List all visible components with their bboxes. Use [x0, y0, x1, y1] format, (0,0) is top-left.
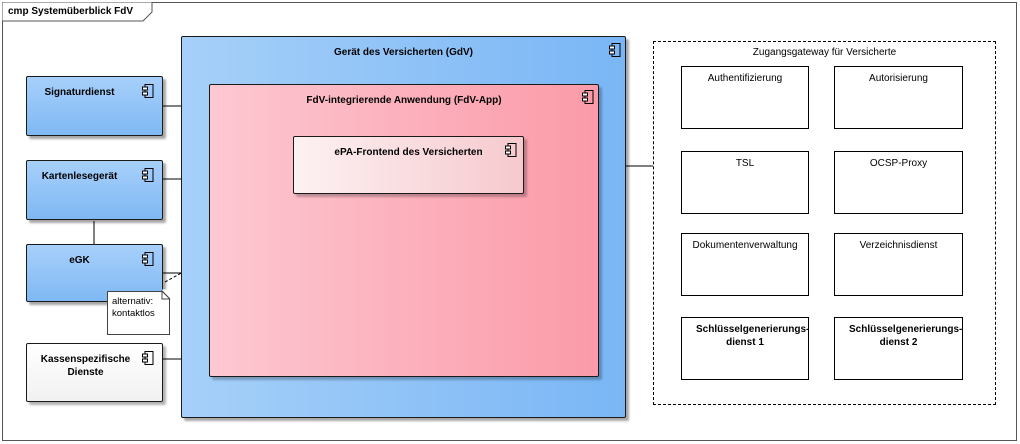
service-label: Autorisierung: [869, 73, 928, 84]
gdv-title: Gerät des Versicherten (GdV): [334, 47, 473, 58]
fdv-app-title: FdV-integrierende Anwendung (FdV-App): [306, 95, 502, 106]
service-authentifizierung[interactable]: Authentifizierung: [681, 66, 809, 129]
component-kassenspezifische-dienste[interactable]: Kassenspezifische Dienste: [26, 343, 163, 402]
egk-title: eGK: [69, 255, 90, 266]
service-label: Authentifizierung: [707, 73, 783, 84]
component-icon: [142, 351, 154, 365]
kassen-title: Kassenspezifische Dienste: [40, 354, 131, 378]
component-icon: [142, 252, 154, 266]
note-text: alternativ: kontaktlos: [112, 296, 155, 319]
note-kontaktlos: alternativ: kontaktlos: [107, 291, 170, 335]
service-label: TSL: [735, 158, 755, 169]
service-verzeichnisdienst[interactable]: Verzeichnisdienst: [834, 233, 963, 296]
fdv-app[interactable]: FdV-integrierende Anwendung (FdV-App): [209, 84, 599, 377]
service-ocsp-proxy[interactable]: OCSP-Proxy: [834, 151, 963, 214]
service-tsl[interactable]: TSL: [681, 151, 809, 214]
note-link: [164, 270, 186, 283]
service-autorisierung[interactable]: Autorisierung: [834, 66, 963, 129]
epa-frontend-title: ePA-Frontend des Versicherten: [334, 147, 483, 158]
component-egk[interactable]: eGK: [26, 244, 163, 302]
component-kartenlesegeraet[interactable]: Kartenlesegerät: [26, 160, 163, 220]
component-icon: [505, 143, 517, 157]
service-label: OCSP-Proxy: [869, 158, 928, 169]
service-label: Schlüsselgenerierungs-dienst 2: [849, 324, 963, 348]
service-label: Dokumentenverwaltung: [692, 240, 798, 251]
component-signaturdienst[interactable]: Signaturdienst: [26, 76, 163, 136]
service-dokumentenverwaltung[interactable]: Dokumentenverwaltung: [681, 233, 809, 296]
service-label: Verzeichnisdienst: [859, 240, 938, 251]
component-icon: [142, 168, 154, 182]
frame-title: cmp Systemüberblick FdV: [8, 6, 134, 17]
gateway-title: Zugangsgateway für Versicherte: [752, 47, 897, 58]
component-icon: [582, 90, 594, 104]
component-icon: [142, 84, 154, 98]
epa-frontend[interactable]: ePA-Frontend des Versicherten: [293, 136, 524, 194]
service-schluesselgenerierung-1[interactable]: Schlüsselgenerierungs-dienst 1: [681, 317, 809, 380]
kartenlesegeraet-title: Kartenlesegerät: [41, 171, 118, 182]
signaturdienst-title: Signaturdienst: [44, 87, 115, 98]
service-label: Schlüsselgenerierungs-dienst 1: [696, 324, 810, 348]
component-icon: [609, 43, 621, 57]
service-schluesselgenerierung-2[interactable]: Schlüsselgenerierungs-dienst 2: [834, 317, 963, 380]
